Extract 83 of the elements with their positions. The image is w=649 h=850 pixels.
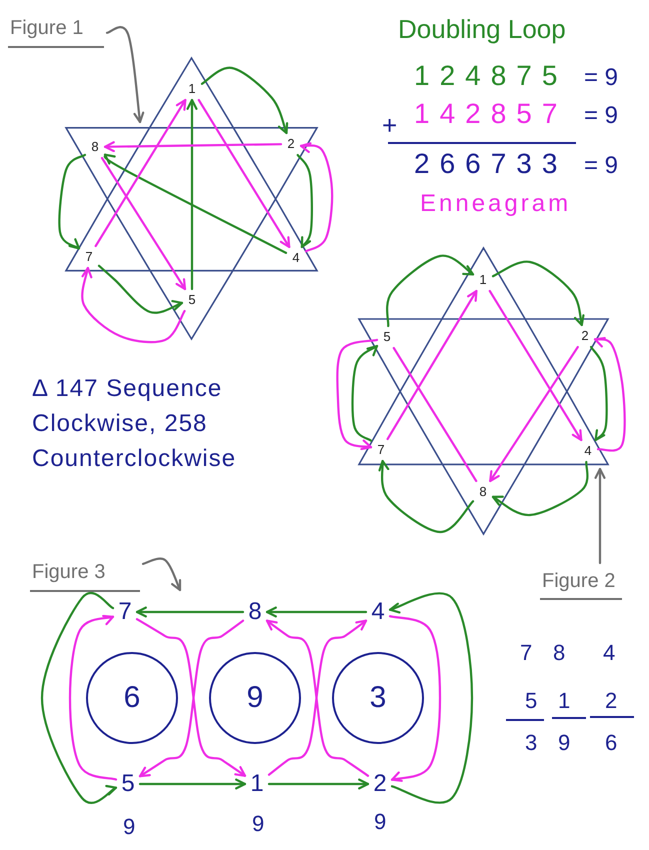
arrow: [594, 336, 626, 452]
arrow: [80, 266, 186, 344]
vertex-number: 4: [581, 443, 595, 459]
arrow: [351, 344, 378, 442]
sum-result: = 9: [584, 66, 618, 90]
vertex-number: 8: [88, 139, 102, 155]
sequence-number: 1: [248, 771, 266, 797]
hexagram: [358, 247, 609, 535]
digit-sum: 9: [252, 813, 264, 835]
arrow: [98, 264, 184, 314]
arrow: [300, 141, 334, 252]
vertex-number: 8: [476, 484, 490, 500]
arrow: [378, 460, 474, 534]
arrow: [138, 778, 246, 790]
table-digit: 1: [558, 690, 570, 712]
arrow: [386, 254, 474, 328]
vertex-number: 5: [185, 292, 199, 308]
vertex-number: 2: [284, 136, 298, 152]
vertex-number: 2: [578, 328, 592, 344]
pointer-arrow: [142, 558, 182, 592]
sequence-number: 4: [369, 599, 387, 625]
digit-sum: 9: [123, 816, 136, 838]
figure-label: Figure 3: [30, 556, 140, 592]
arrow: [136, 606, 244, 618]
heading: Doubling Loop: [398, 16, 566, 42]
sum-result: = 9: [584, 154, 618, 178]
arrow: [68, 614, 118, 781]
caption-text: Enneagram: [420, 192, 572, 216]
table-digit: 6: [605, 732, 618, 754]
arrow: [296, 154, 313, 248]
table-digit: 5: [525, 690, 538, 712]
arrow: [104, 141, 282, 152]
number-circle: 6: [86, 652, 178, 744]
plus-sign: +: [382, 112, 398, 138]
arrow: [336, 338, 378, 452]
pointer-arrow: [106, 26, 144, 124]
sequence-number: 8: [246, 599, 264, 625]
arrow: [266, 606, 368, 618]
arrow: [386, 290, 478, 440]
arrow: [198, 98, 290, 248]
figure-label: Figure 2: [540, 566, 622, 600]
arrow: [388, 615, 442, 783]
arrow: [58, 154, 86, 250]
hexagram: [65, 57, 318, 340]
sequence-number: 5: [119, 771, 137, 797]
number-row: 142857: [414, 100, 568, 128]
table-digit: 9: [558, 732, 570, 754]
arrow: [492, 460, 589, 516]
arrow: [488, 290, 582, 442]
table-digit: 3: [525, 732, 538, 754]
table-digit: 7: [520, 642, 532, 664]
arrow: [40, 592, 118, 804]
vertex-number: 7: [82, 249, 96, 265]
vertex-number: 7: [374, 442, 388, 458]
pointer-arrow: [594, 468, 606, 564]
number-row: 266733: [414, 150, 568, 178]
arrow: [104, 154, 288, 254]
arrow: [94, 98, 186, 248]
digit-sum: 9: [374, 811, 386, 833]
sequence-number: 7: [116, 599, 134, 625]
arrow: [492, 260, 586, 326]
vertex-number: 5: [380, 329, 394, 345]
arrow: [100, 156, 186, 290]
arrow: [489, 346, 579, 482]
number-circle: 9: [209, 652, 301, 744]
arrow: [388, 592, 474, 804]
table-digit: 8: [553, 642, 566, 664]
number-circle: 3: [332, 652, 424, 744]
vertex-number: 1: [185, 81, 199, 97]
arrow: [268, 778, 370, 790]
sequence-number: 2: [371, 771, 389, 797]
vertex-number: 1: [476, 272, 490, 288]
connector-line: [392, 346, 478, 482]
arrow: [186, 98, 198, 290]
arrow: [200, 66, 289, 134]
sum-result: = 9: [584, 104, 618, 128]
figure-label: Figure 1: [8, 12, 104, 48]
number-row: 124875: [414, 62, 568, 90]
table-digit: 4: [603, 642, 616, 664]
note-text: Δ 147 Sequence Clockwise, 258 Counterclockwise: [32, 374, 238, 474]
arrow: [590, 346, 608, 442]
table-digit: 2: [605, 690, 618, 712]
vertex-number: 4: [289, 250, 303, 266]
